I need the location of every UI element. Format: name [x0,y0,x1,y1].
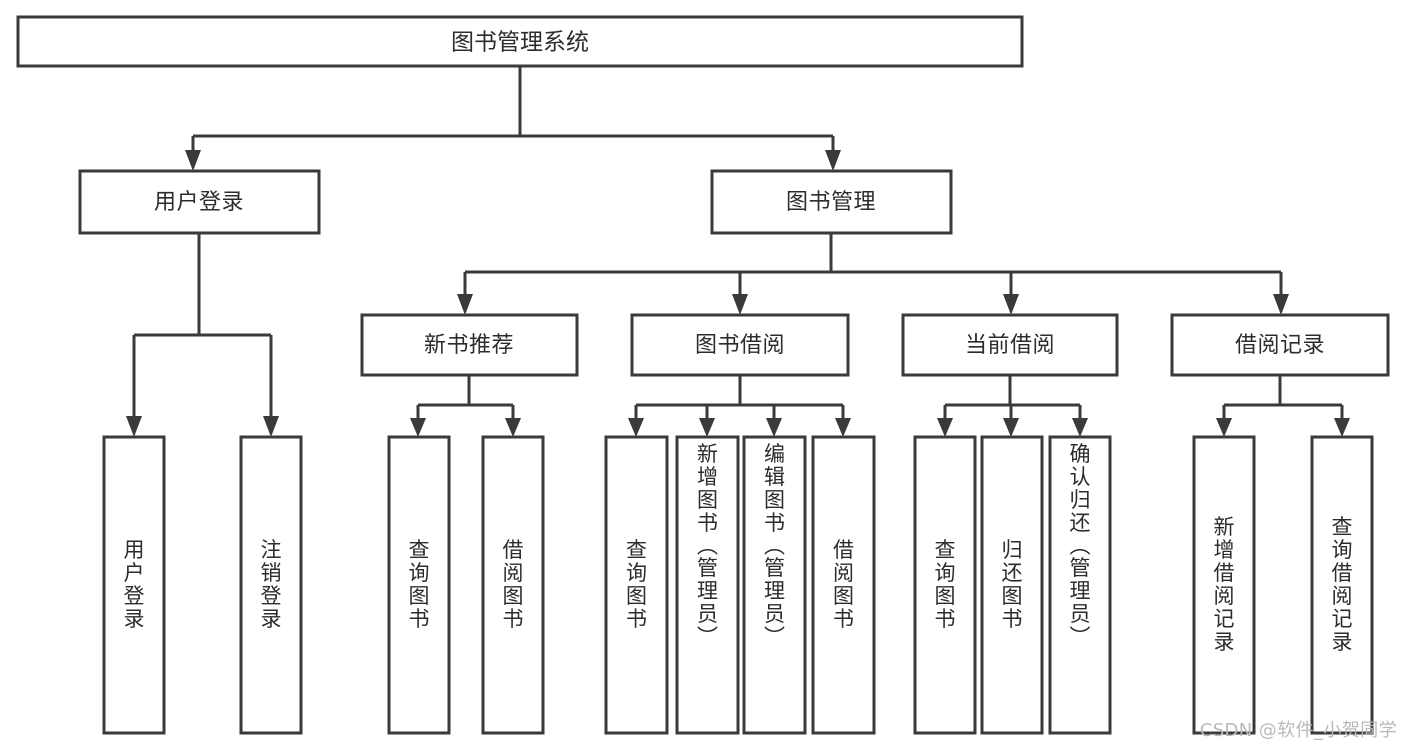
node-root[interactable]: 图书管理系统 [16,15,1024,68]
arrow-head-icon [766,418,782,437]
connector-new-book-rec-to-leaves [410,375,521,437]
connector-book-borrow-to-leaves [628,375,851,437]
leaf-box-borrow-book-1[interactable] [481,435,545,735]
connector-user-login-to-leaves [126,233,279,437]
node-current-borrow[interactable]: 当前借阅 [901,313,1119,377]
arrow-head-icon [185,150,201,171]
current-borrow-box [901,313,1119,377]
arrow-head-icon [126,416,142,437]
root-box [16,15,1024,68]
node-book-manage[interactable]: 图书管理 [710,169,953,235]
book-borrow-label: 图书借阅 [695,333,785,358]
arrow-head-icon [1003,418,1019,437]
arrow-head-icon [835,418,851,437]
root-label: 图书管理系统 [451,30,589,56]
connector-book-manage-to-level3 [457,233,1289,315]
arrow-head-icon [1273,294,1289,315]
arrow-head-icon [457,294,473,315]
leaf-box-return-book[interactable] [980,435,1044,735]
leaf-box-confirm-return[interactable] [1048,435,1112,735]
leaf-box-query-book-3[interactable] [913,435,977,735]
user-login-box [78,169,321,235]
arrow-head-icon [732,294,748,315]
leaf-box-borrow-book-2[interactable] [811,435,876,735]
arrow-head-icon [1072,418,1088,437]
connector-current-borrow-to-leaves [937,375,1088,437]
leaf-box-edit-book[interactable] [742,435,807,735]
leaf-box-add-book[interactable] [675,435,740,735]
arrow-head-icon [263,416,279,437]
current-borrow-label: 当前借阅 [965,333,1055,358]
new-book-rec-box [360,313,579,377]
new-book-rec-label: 新书推荐 [424,333,514,358]
leaf-box-logout[interactable] [239,435,303,735]
arrow-head-icon [1003,294,1019,315]
leaf-box-user-login[interactable] [102,435,166,735]
arrow-head-icon [628,418,644,437]
node-new-book-rec[interactable]: 新书推荐 [360,313,579,377]
book-manage-label: 图书管理 [786,190,876,215]
arrow-head-icon [825,150,841,171]
arrow-head-icon [1334,418,1350,437]
leaf-box-add-record[interactable] [1192,435,1256,735]
arrow-head-icon [699,418,715,437]
node-borrow-record[interactable]: 借阅记录 [1170,313,1390,377]
leaf-box-query-book-1[interactable] [387,435,451,735]
connector-borrow-record-to-leaves [1216,375,1350,437]
user-login-label: 用户登录 [154,190,244,215]
arrow-head-icon [937,418,953,437]
borrow-record-label: 借阅记录 [1235,333,1325,358]
arrow-head-icon [410,418,426,437]
node-book-borrow[interactable]: 图书借阅 [630,313,850,377]
connector-root-to-level2 [185,66,841,171]
leaf-box-query-record[interactable] [1310,435,1374,735]
leaf-box-query-book-2[interactable] [604,435,669,735]
arrow-head-icon [505,418,521,437]
node-user-login[interactable]: 用户登录 [78,169,321,235]
watermark-text: CSDN @软件_小贺同学 [1199,720,1397,741]
arrow-head-icon [1216,418,1232,437]
